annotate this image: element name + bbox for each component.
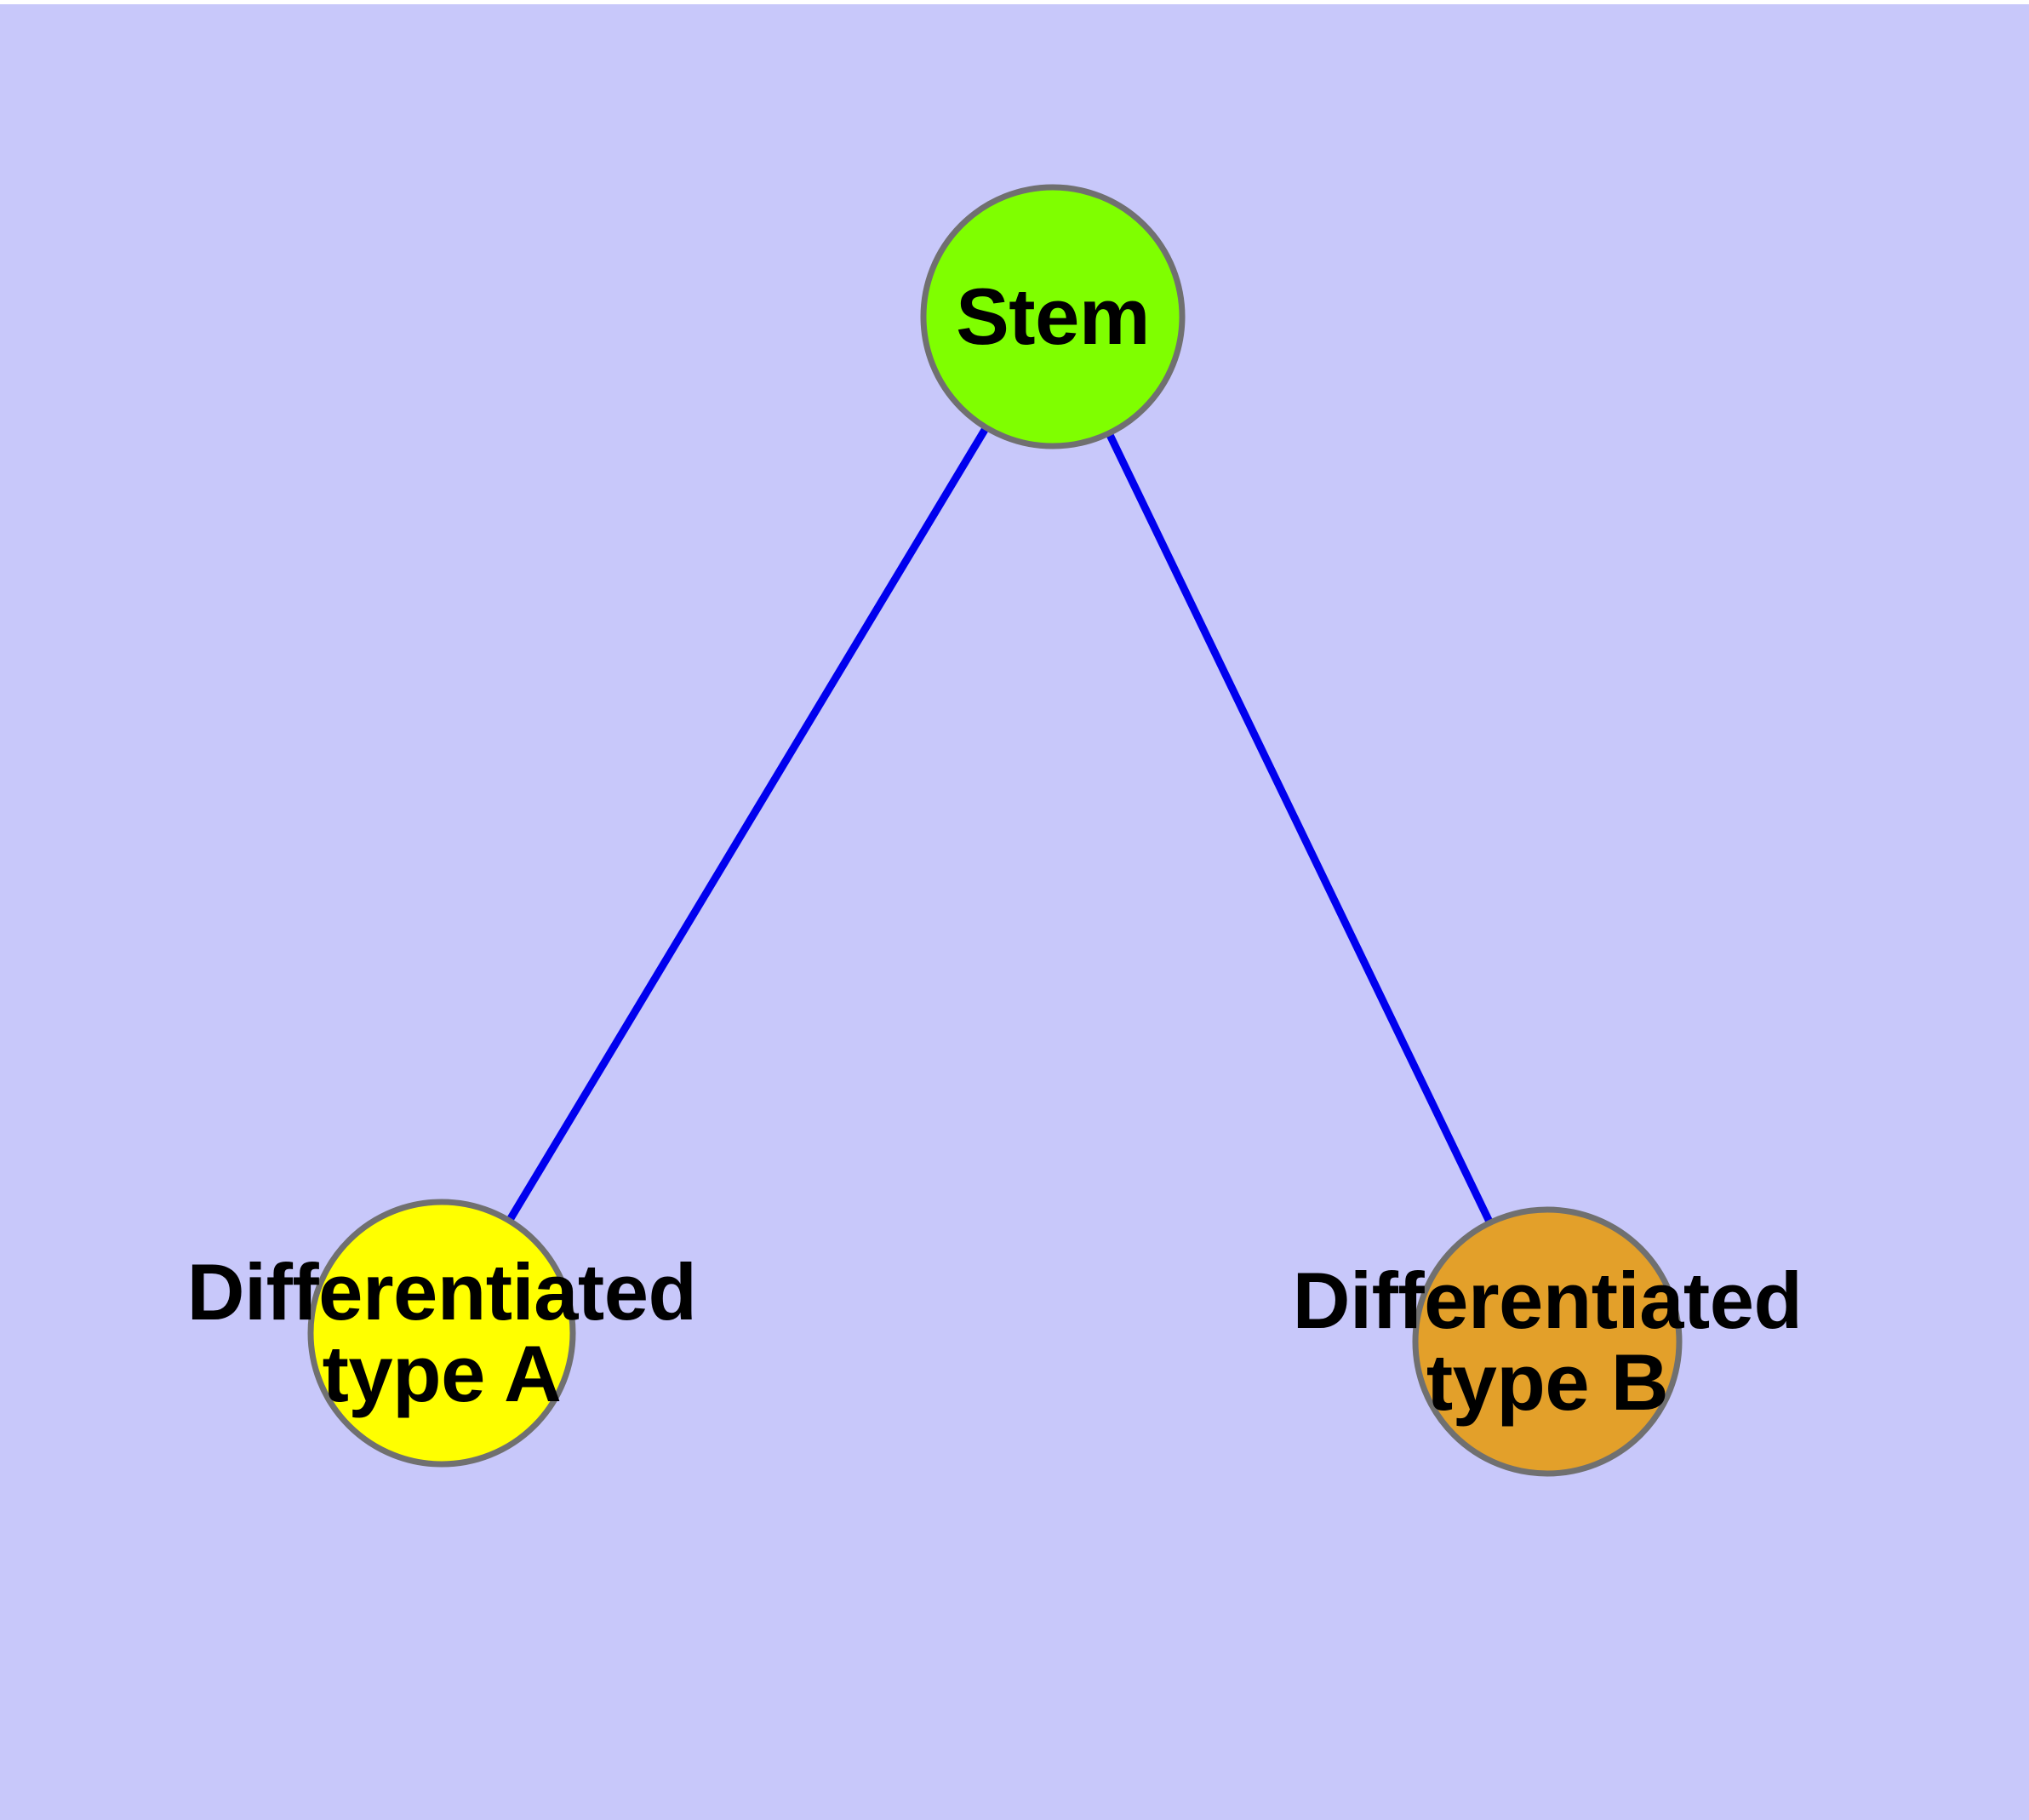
- node-stem[interactable]: [920, 184, 1186, 449]
- node-differentiated-type-b[interactable]: [1412, 1206, 1683, 1477]
- edge-stem-to-differentiated-type-b[interactable]: [1049, 315, 1552, 1343]
- node-layer: [307, 184, 1683, 1477]
- edge-stem-to-differentiated-type-a[interactable]: [438, 314, 1056, 1336]
- node-differentiated-type-a[interactable]: [307, 1199, 576, 1468]
- edge-layer: [438, 314, 1552, 1343]
